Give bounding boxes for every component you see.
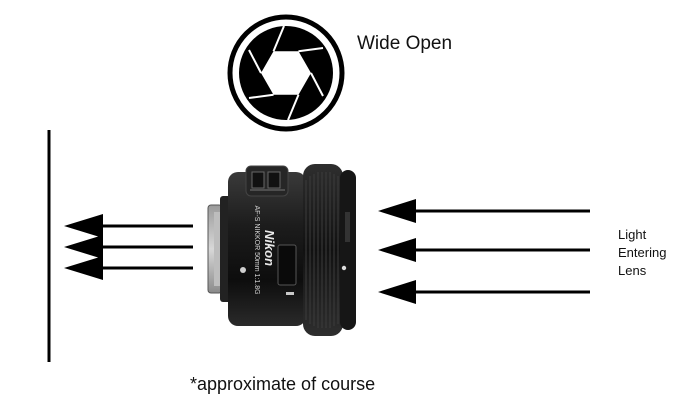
outgoing-rays [64,214,193,280]
aperture-label: Wide Open [357,33,452,55]
incoming-ray-arrow [378,238,590,262]
lens-brand-text: Nikon [262,230,277,266]
lens-model-text: AF-S NIKKOR 50mm 1:1.8G [253,205,260,294]
incoming-ray-arrow [378,280,590,304]
light-label-line: Lens [618,262,666,280]
light-entering-label: Light Entering Lens [618,226,666,280]
aperture-icon [230,17,342,129]
light-label-line: Light [618,226,666,244]
incoming-rays [378,199,590,304]
outgoing-ray-arrow [64,235,193,259]
outgoing-ray-arrow [64,214,193,238]
incoming-ray-arrow [378,199,590,223]
camera-lens: Nikon AF-S NIKKOR 50mm 1:1.8G [208,164,356,336]
footnote: *approximate of course [190,374,375,395]
outgoing-ray-arrow [64,256,193,280]
light-label-line: Entering [618,244,666,262]
